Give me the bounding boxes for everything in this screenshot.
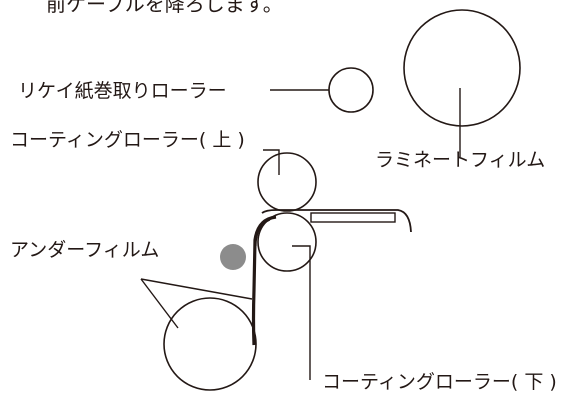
feed-tray-outer [261, 209, 412, 233]
feed-tray-slot [310, 212, 396, 223]
under-film-roll [163, 297, 257, 391]
under-film-label: アンダーフィルム [10, 239, 159, 261]
top-instruction-text: 前ケーブルを降ろします。 [46, 0, 283, 16]
under-film-leader-1 [140, 278, 253, 300]
coating-roller-lower-label: コーティングローラー( 下 ) [322, 371, 557, 393]
release-paper-roller-label: リケイ紙巻取りローラー [18, 80, 227, 102]
coating-roller-upper [257, 152, 317, 212]
coating-roller-lower-leader [292, 245, 311, 380]
coating-roller-lower [257, 212, 317, 272]
under-film-leader-2 [140, 278, 179, 329]
under-film-inner-edge [255, 219, 271, 247]
coating-roller-upper-label: コーティングローラー( 上 ) [10, 129, 245, 151]
laminate-film-roll [403, 9, 521, 127]
laminate-film-label: ラミネートフィルム [375, 149, 545, 171]
coating-roller-upper-leader [263, 149, 280, 175]
release-paper-roller [328, 67, 374, 113]
gray-dot-marker [220, 244, 246, 270]
